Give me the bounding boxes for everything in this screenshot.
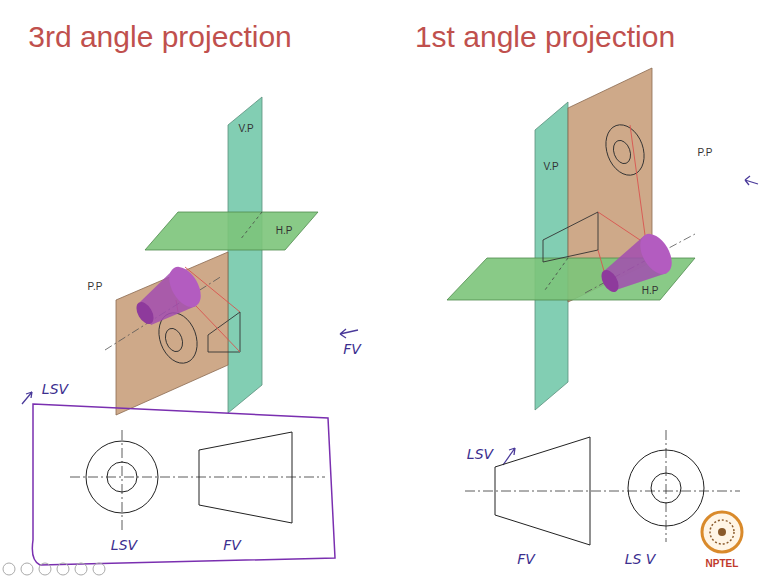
handwritten-note: LS V [625, 552, 656, 567]
toolbar-icon [93, 563, 105, 575]
logo-ring [702, 512, 742, 552]
side-view-circle [86, 441, 158, 513]
cone-small-end [133, 299, 157, 327]
logo-wheel [710, 520, 734, 544]
bracket-outline [32, 404, 335, 565]
view-arrow [340, 329, 358, 338]
toolbar-icon [57, 563, 69, 575]
circle-projection [610, 138, 633, 166]
handwritten-note: LSV [111, 538, 137, 553]
plane-label: V.P [238, 123, 253, 134]
plane-label: P.P [88, 281, 103, 292]
plane-label: V.P [543, 161, 558, 172]
projector-line [630, 125, 645, 235]
profile-plane [116, 252, 228, 415]
center-line [666, 430, 667, 542]
player-toolbar [3, 563, 105, 575]
projector-line [598, 212, 640, 240]
hidden-edge [545, 258, 568, 290]
view-title: 1st angle projection [415, 20, 675, 53]
toolbar-icon [39, 563, 51, 575]
handwritten-note: LSV [467, 447, 493, 462]
front-view-trapezoid [199, 432, 292, 523]
nptel-logo [702, 512, 742, 552]
cone-large-end [163, 261, 208, 312]
handwritten-note: FV [517, 552, 535, 567]
circle-projection [599, 119, 651, 180]
side-view-circle [107, 462, 137, 492]
projector-line [598, 250, 604, 271]
vertical-plane [228, 97, 262, 413]
third-angle-model [105, 97, 318, 415]
trapezoid-projection [543, 212, 598, 262]
logo-hub [718, 528, 726, 536]
side-view-circle [651, 473, 681, 503]
handwritten-note: LSV [42, 382, 68, 397]
trapezoid-projection [208, 312, 240, 352]
cone-large-end [634, 228, 679, 279]
view-arrow [745, 176, 758, 185]
toolbar-icon [21, 563, 33, 575]
center-line [122, 430, 123, 532]
vertical-plane [535, 102, 568, 410]
axis-line [585, 234, 695, 293]
side-view-circle [628, 450, 704, 526]
first-angle-model [447, 68, 695, 410]
toolbar-icon [75, 563, 87, 575]
first-angle-views [465, 430, 740, 545]
plane-label: H.P [276, 225, 293, 236]
handwritten-note: FV [343, 342, 361, 357]
horizontal-plane [145, 212, 318, 250]
projector-line [196, 306, 240, 352]
center-line [465, 491, 740, 492]
view-arrow [22, 392, 32, 404]
logo-text: NPTEL [706, 558, 739, 569]
toolbar-icon [3, 563, 15, 575]
view-title: 3rd angle projection [28, 20, 292, 53]
plane-label: H.P [642, 285, 659, 296]
handwritten-note: FV [223, 538, 241, 553]
front-view-trapezoid [495, 437, 590, 545]
plane-label: P.P [698, 147, 713, 158]
cone-small-end [598, 267, 622, 295]
hidden-edge [240, 212, 262, 240]
center-line [70, 477, 325, 478]
circle-projection [162, 326, 185, 354]
third-angle-views [70, 430, 325, 532]
